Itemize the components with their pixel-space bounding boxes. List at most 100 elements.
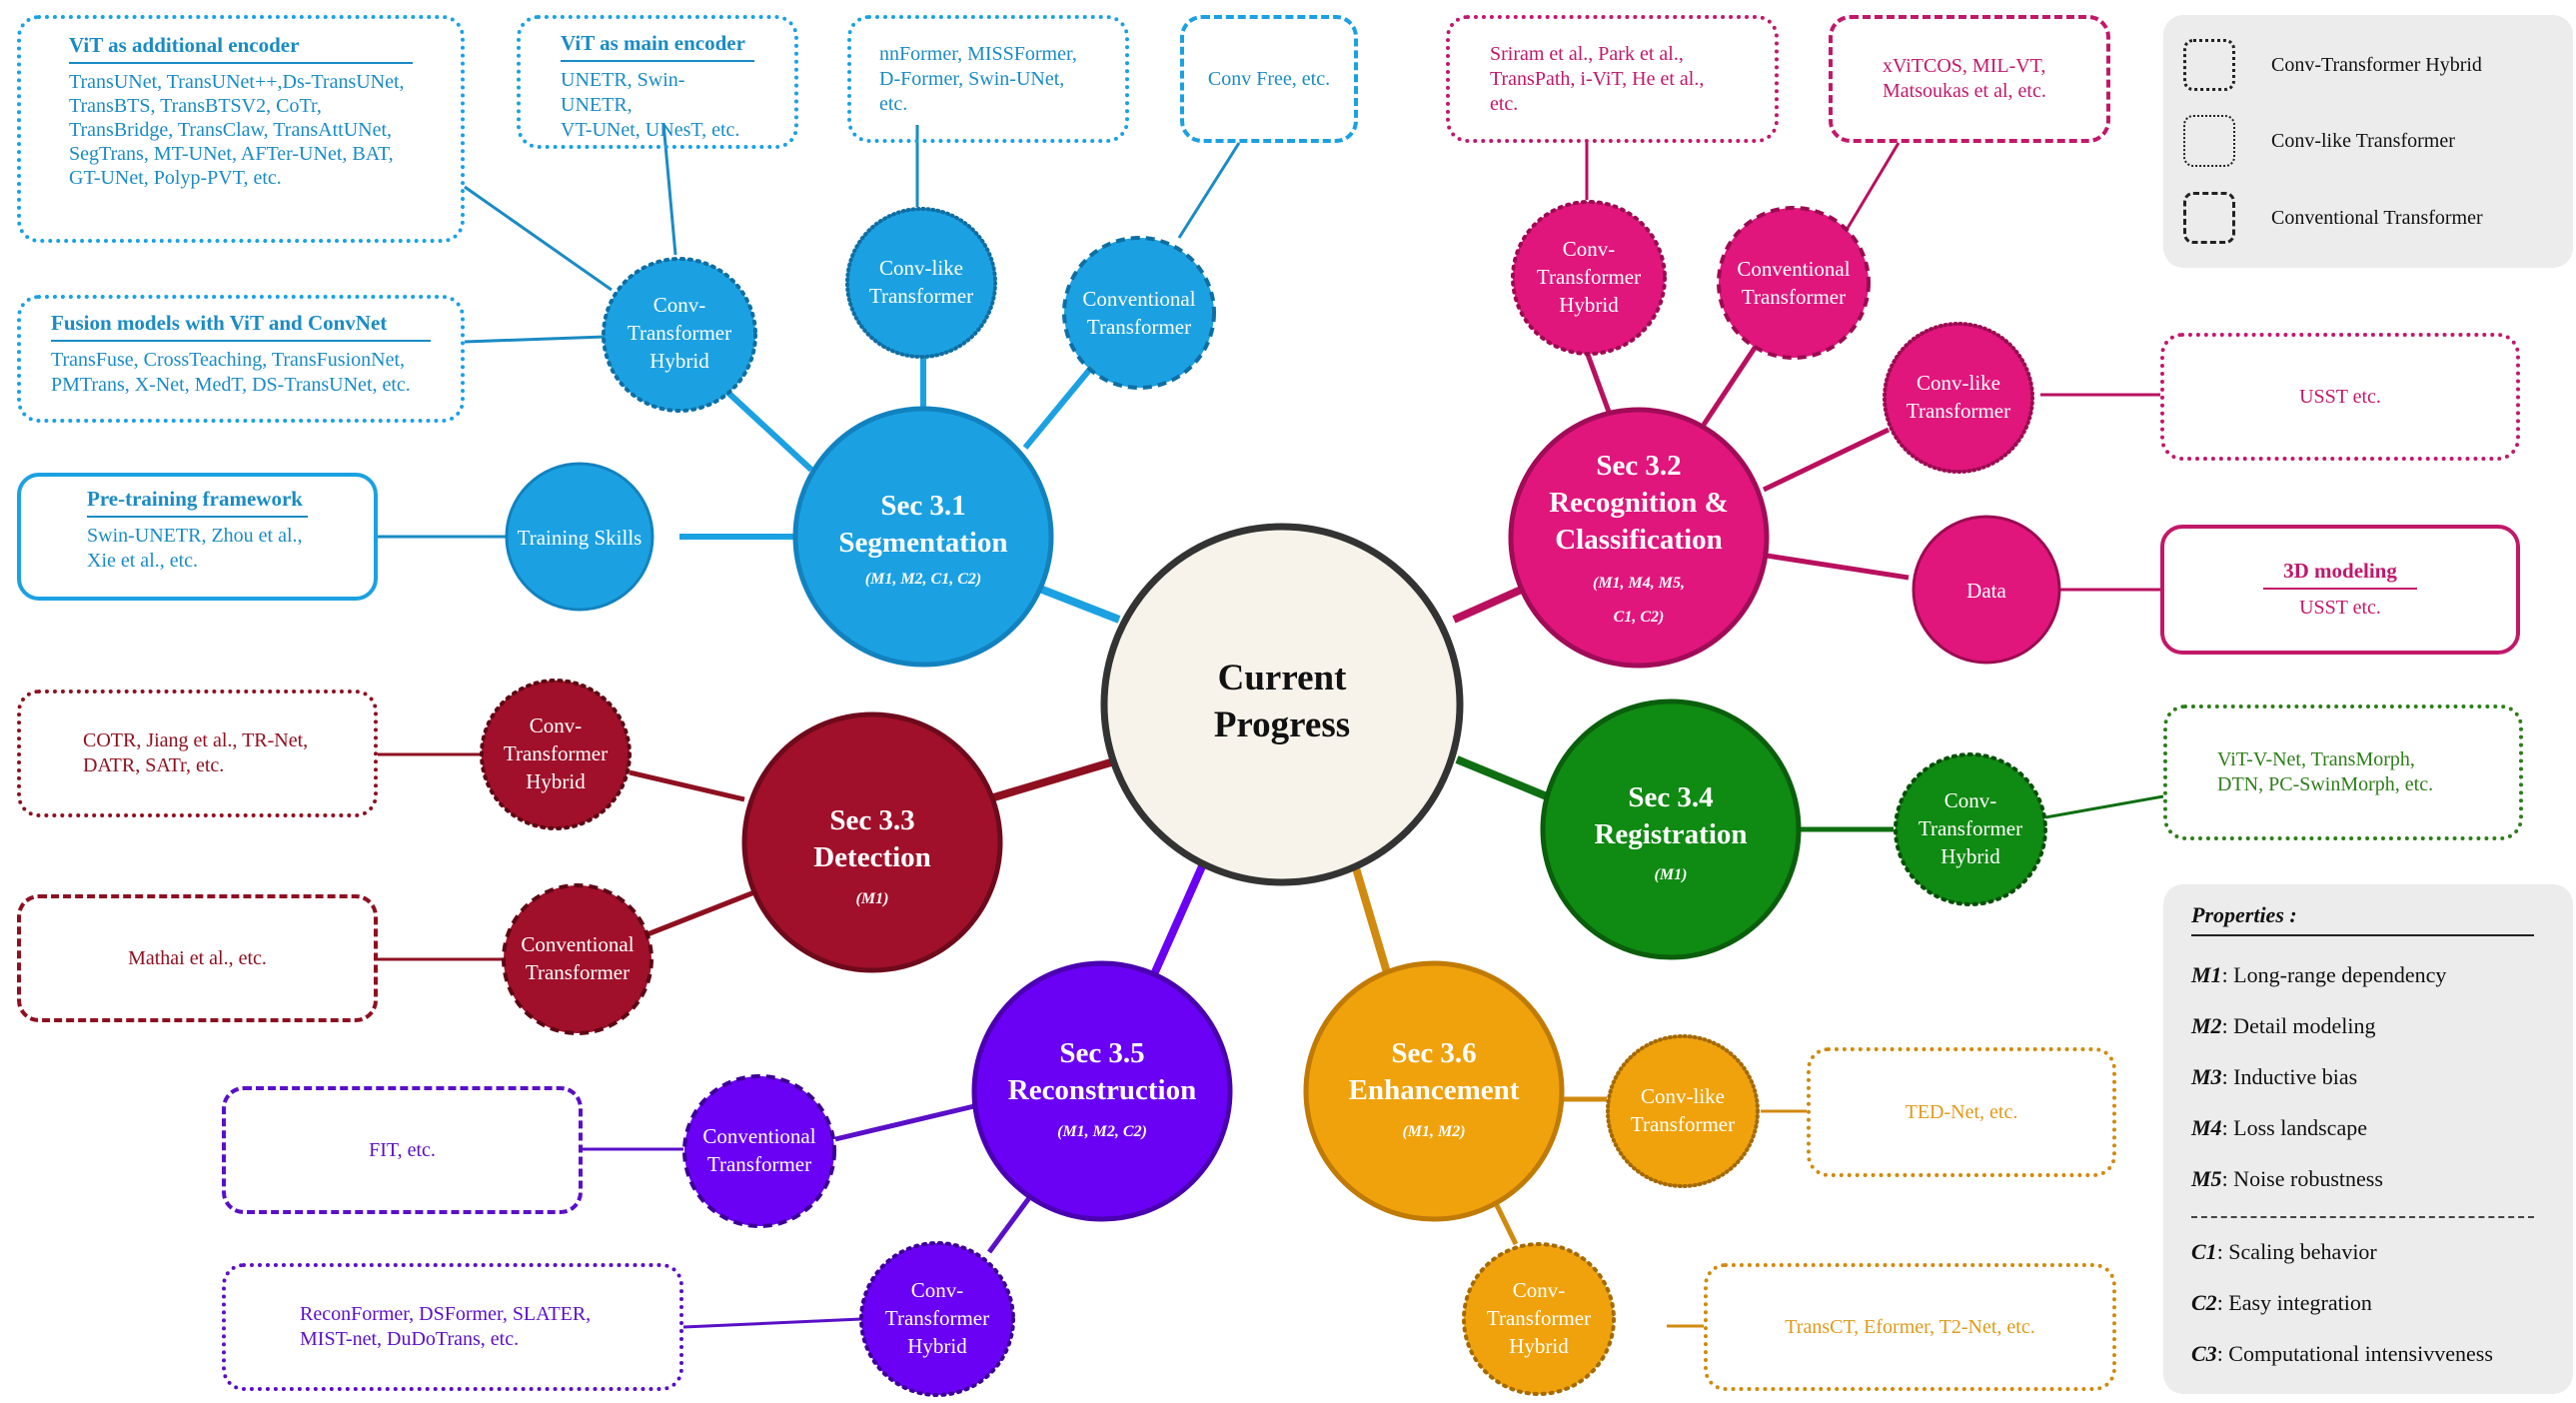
prop-m2-text: : Detail modeling — [2221, 1013, 2376, 1038]
seg-training-circle — [505, 462, 654, 612]
seg-circle — [792, 406, 1054, 668]
box-vit-additional-body: TransUNet, TransUNet++,Ds-TransUNet, Tra… — [69, 71, 405, 189]
connector-hybrid-fusion — [464, 335, 606, 344]
reg-hybrid-node: Conv- Transformer Hybrid — [1894, 752, 2047, 906]
center-line2: Progress — [1214, 704, 1350, 745]
det-hybrid-circle — [480, 679, 632, 830]
legend-label-conventional: Conventional Transformer — [2271, 206, 2483, 229]
seg-title2: Segmentation — [838, 527, 1007, 559]
box-seg-conventional: Conv Free, etc. — [1180, 15, 1358, 143]
recon-title2: Reconstruction — [1008, 1074, 1196, 1106]
box-recon-hybrid: ReconFormer, DSFormer, SLATER, MIST-net,… — [222, 1263, 683, 1391]
enh-convlike-l2: Transformer — [1631, 1112, 1735, 1136]
prop-m3-text: : Inductive bias — [2221, 1064, 2358, 1089]
legend-swatch-conventional — [2183, 192, 2235, 244]
det-connectors — [629, 769, 755, 937]
rec-data-node: Data — [1912, 515, 2061, 665]
connector-center-det — [985, 757, 1116, 803]
reg-title2: Registration — [1594, 818, 1747, 850]
box-recon-hybrid-body: ReconFormer, DSFormer, SLATER, MIST-net,… — [300, 1303, 592, 1350]
box-vit-main: ViT as main encoder UNETR, Swin-UNETR, V… — [517, 15, 798, 149]
det-hybrid-l1: Conv- — [530, 713, 583, 737]
box-rec-convlike: USST etc. — [2160, 333, 2520, 461]
connector-det-conventional — [646, 889, 755, 937]
reg-hybrid-l3: Hybrid — [1940, 844, 2000, 868]
properties-divider — [2191, 1216, 2534, 1218]
seg-conventional-l1: Conventional — [1082, 287, 1195, 311]
enh-hybrid-l2: Transformer — [1487, 1306, 1591, 1330]
legend-label-convlike: Conv-like Transformer — [2271, 129, 2455, 152]
box-recon-conventional: FIT, etc. — [222, 1086, 583, 1214]
prop-c1-text: : Scaling behavior — [2216, 1239, 2377, 1264]
seg-hybrid-node: Conv- Transformer Hybrid — [602, 257, 757, 413]
connector-center-seg — [1035, 584, 1121, 624]
recon-hybrid-l1: Conv- — [911, 1278, 964, 1302]
rec-convlike-circle — [1883, 322, 2034, 474]
rec-hybrid-l3: Hybrid — [1559, 293, 1619, 317]
legend-swatch-hybrid — [2183, 39, 2235, 91]
box-recon-conventional-body: FIT, etc. — [369, 1138, 436, 1161]
section-registration: Sec 3.4 Registration (M1) — [1540, 699, 1802, 960]
enh-convlike-l1: Conv-like — [1641, 1084, 1725, 1108]
box-seg-convlike-body: nnFormer, MISSFormer, D-Former, Swin-UNe… — [879, 42, 1077, 115]
det-title1: Sec 3.3 — [829, 804, 914, 836]
box-rec-convlike-body: USST etc. — [2299, 385, 2381, 408]
seg-props: (M1, M2, C1, C2) — [865, 571, 981, 588]
connector-center-enh — [1350, 859, 1393, 981]
connector-rec-hybrid — [1584, 351, 1612, 413]
rec-hybrid-l2: Transformer — [1537, 265, 1641, 289]
prop-c3: C3: Computational intensivveness — [2191, 1341, 2493, 1367]
box-det-conventional-body: Mathai et al., etc. — [128, 946, 267, 969]
det-conventional-l2: Transformer — [526, 960, 630, 984]
prop-m3-key: M3 — [2191, 1064, 2222, 1089]
seg-title1: Sec 3.1 — [880, 490, 965, 522]
box-det-conventional: Mathai et al., etc. — [17, 894, 378, 1022]
box-det-hybrid: COTR, Jiang et al., TR-Net, DATR, SATr, … — [17, 690, 378, 817]
enh-hybrid-circle — [1462, 1242, 1616, 1396]
det-props: (M1) — [856, 890, 889, 907]
prop-m4-key: M4 — [2191, 1115, 2222, 1140]
connector-hybrid-vit-additional — [464, 185, 613, 292]
recon-hybrid-l2: Transformer — [885, 1306, 989, 1330]
rec-connectors — [1584, 340, 1910, 581]
connector-seg-conventional — [1022, 366, 1094, 450]
recon-props: (M1, M2, C2) — [1057, 1123, 1147, 1140]
seg-hybrid-l2: Transformer — [628, 321, 731, 345]
connector-recon-conventional — [834, 1103, 975, 1142]
seg-connectors — [679, 350, 1094, 540]
seg-hybrid-l1: Conv- — [653, 293, 706, 317]
det-conventional-circle — [502, 883, 653, 1035]
det-conventional-l1: Conventional — [521, 932, 634, 956]
seg-hybrid-circle — [602, 257, 757, 413]
enh-circle — [1303, 960, 1565, 1222]
legend-row-convlike: Conv-like Transformer — [2183, 115, 2455, 167]
connector-center-recon — [1150, 855, 1210, 976]
section-segmentation: Sec 3.1 Segmentation (M1, M2, C1, C2) — [792, 406, 1054, 668]
seg-convlike-l2: Transformer — [869, 284, 973, 308]
connector-seg-hybrid — [714, 380, 814, 473]
recon-conventional-l2: Transformer — [707, 1152, 811, 1176]
box-fusion-body: TransFuse, CrossTeaching, TransFusionNet… — [51, 349, 411, 396]
rec-data-circle — [1912, 515, 2061, 665]
connector-rec-data — [1766, 553, 1910, 581]
rec-conventional-node: Conventional Transformer — [1717, 206, 1871, 360]
det-hybrid-node: Conv- Transformer Hybrid — [480, 679, 632, 830]
box-reg-hybrid: ViT-V-Net, TransMorph, DTN, PC-SwinMorph… — [2163, 704, 2523, 840]
recon-title1: Sec 3.5 — [1059, 1037, 1144, 1069]
prop-m2: M2: Detail modeling — [2191, 1013, 2376, 1039]
box-enh-convlike-body: TED-Net, etc. — [1905, 1100, 2018, 1123]
recon-hybrid-node: Conv- Transformer Hybrid — [859, 1241, 1015, 1397]
recon-conventional-circle — [682, 1074, 836, 1228]
recon-leaf-connectors — [583, 1147, 862, 1329]
prop-m3: M3: Inductive bias — [2191, 1064, 2357, 1090]
box-enh-convlike: TED-Net, etc. — [1807, 1047, 2116, 1177]
connector-recon-hybrid-box — [682, 1317, 862, 1329]
reg-hybrid-l1: Conv- — [1944, 788, 1997, 812]
rec-convlike-node: Conv-like Transformer — [1883, 322, 2034, 474]
seg-convlike-node: Conv-like Transformer — [845, 207, 997, 359]
prop-m1: M1: Long-range dependency — [2191, 962, 2446, 988]
reg-hybrid-l2: Transformer — [1919, 816, 2022, 840]
rec-props2: C1, C2) — [1614, 609, 1665, 626]
box-seg-convlike: nnFormer, MISSFormer, D-Former, Swin-UNe… — [847, 15, 1129, 143]
